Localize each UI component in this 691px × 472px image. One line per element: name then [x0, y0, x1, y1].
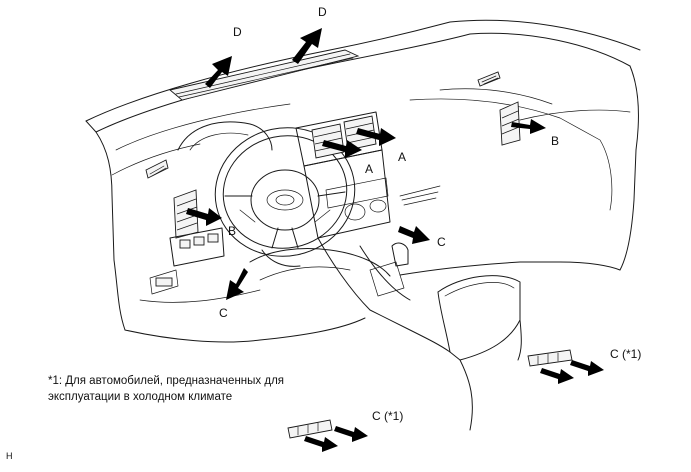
dashboard-outline: [85, 19, 641, 343]
label-c-left: C: [219, 306, 228, 320]
label-b-right: B: [551, 134, 559, 148]
steering-wheel: [214, 127, 356, 267]
footnote: *1: Для автомобилей, предназначенных для…: [48, 375, 284, 403]
right-speaker-grille: [477, 71, 501, 87]
arrow-d-left: [205, 56, 232, 88]
arrow-c-rear-left-1: [304, 436, 338, 452]
center-stack: [303, 149, 441, 239]
arrow-c-rear-left-2: [334, 426, 368, 442]
label-d-left: D: [233, 25, 242, 39]
arrow-c-rear-right-2: [570, 360, 604, 376]
arrow-c-rear-right-1: [540, 368, 574, 384]
center-console: [317, 237, 522, 431]
label-c-rear-right: C (*1): [610, 347, 641, 361]
arrow-a-right: [356, 128, 396, 146]
defroster-vent: [169, 49, 360, 101]
arrow-c-left: [226, 268, 248, 300]
label-b-left: B: [228, 224, 236, 238]
arrow-c-center: [398, 226, 430, 244]
right-side-vent: [499, 101, 521, 146]
label-a-lower: A: [365, 162, 373, 176]
arrow-a-lower: [322, 140, 362, 158]
arrow-d-right: [292, 28, 322, 64]
airflow-arrows: [186, 28, 604, 452]
footnote-line-1: *1: Для автомобилей, предназначенных для: [48, 375, 284, 387]
left-speaker-grille: [145, 159, 169, 179]
instrument-cluster: [177, 121, 273, 151]
label-d-right: D: [318, 5, 327, 19]
label-c-center: C: [437, 235, 446, 249]
rear-floor-vent-right: [527, 349, 573, 367]
label-a-right: A: [398, 150, 406, 164]
rear-floor-vent-left: [287, 419, 333, 439]
footnote-line-2: эксплуатации в холодном климате: [48, 391, 232, 403]
arrow-b-left: [186, 208, 222, 226]
arrow-b-right: [511, 119, 546, 134]
left-switch-panel: [149, 227, 225, 295]
label-c-rear-left: C (*1): [372, 409, 403, 423]
vent-labels: D D A A B B C C C (*1) C (*1): [219, 5, 641, 423]
corner-code: H: [6, 451, 13, 461]
